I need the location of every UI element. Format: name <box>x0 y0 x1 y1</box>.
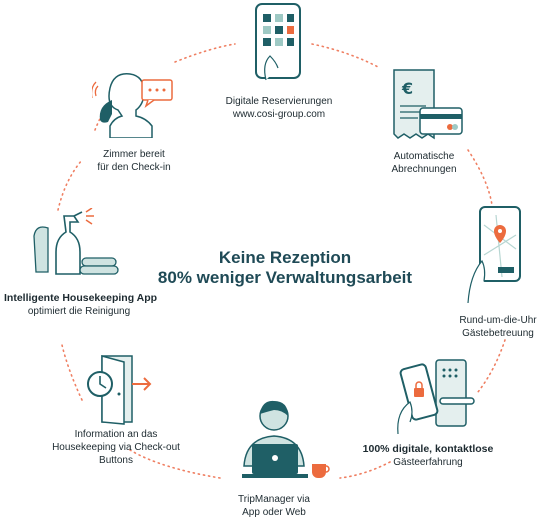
laptop-person-icon <box>238 396 334 491</box>
node-label-billing: Automatische Abrechnungen <box>391 151 457 175</box>
center-subtitle: 80% weniger Verwaltungsarbeit <box>157 268 413 287</box>
digital-key-icon <box>392 356 482 441</box>
node-label-guest-service: Rund-um-die-Uhr Gästebetreuung <box>459 315 537 339</box>
phone-reservation-icon <box>252 2 308 87</box>
node-label-housekeeping-app: Intelligente Housekeeping App optimiert … <box>4 292 158 317</box>
map-phone-icon <box>466 205 530 310</box>
node-label-contactless: 100% digitale, kontaktlose Gästeerfahrun… <box>362 443 494 468</box>
node-label-checkout-buttons: Information an das Housekeeping via Chec… <box>52 429 180 466</box>
node-label-tripmanager: TripManager via App oder Web <box>238 494 310 518</box>
center-heading: Keine Rezeption 80% weniger Verwaltungsa… <box>140 248 430 288</box>
svg-text:€: € <box>401 79 413 98</box>
node-label-room-ready: Zimmer bereit für den Check-in <box>97 149 171 173</box>
receptionist-headset-icon <box>90 60 182 143</box>
center-title: Keine Rezeption <box>218 248 352 267</box>
invoice-card-icon: € <box>388 66 468 151</box>
node-label-reservations: Digitale Reservierungen www.cosi-group.c… <box>225 96 333 120</box>
cleaning-spray-icon <box>30 207 122 285</box>
door-clock-icon <box>84 354 160 431</box>
